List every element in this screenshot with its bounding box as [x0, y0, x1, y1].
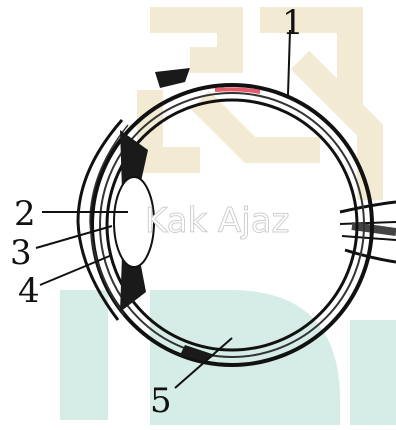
label-5: 5: [150, 381, 172, 421]
label-4: 4: [18, 271, 40, 311]
label-3: 3: [10, 233, 32, 273]
label-2: 2: [14, 194, 36, 234]
retina-highlight: [215, 89, 260, 92]
label-1: 1: [282, 3, 304, 43]
watermark-text: Kak Ajaz: [145, 201, 289, 241]
